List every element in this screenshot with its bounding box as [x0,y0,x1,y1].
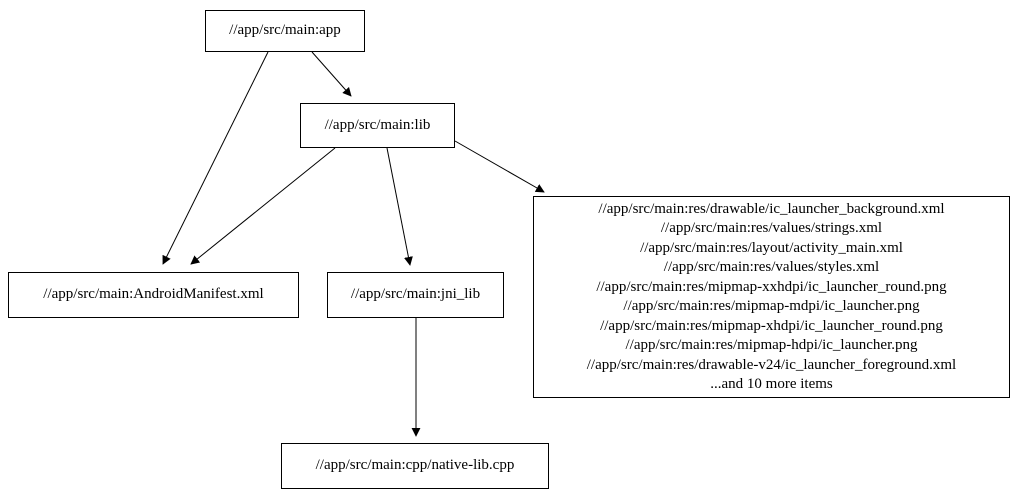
res-item: //app/src/main:res/drawable-v24/ic_launc… [586,356,957,373]
graph-node-jni-lib-label: //app/src/main:jni_lib [350,286,481,303]
graph-node-native-lib-cpp-label: //app/src/main:cpp/native-lib.cpp [315,457,515,474]
graph-node-android-manifest-label: //app/src/main:AndroidManifest.xml [43,286,264,303]
res-item: //app/src/main:res/drawable/ic_launcher_… [598,200,945,217]
edge-app-to-lib [311,51,352,97]
edge-lib-to-jni-lib [386,147,413,266]
graph-node-lib-label: //app/src/main:lib [324,116,431,133]
graph-node-native-lib-cpp: //app/src/main:cpp/native-lib.cpp [281,443,549,489]
edge-lib-to-manifest [190,147,336,265]
res-item: //app/src/main:res/values/strings.xml [660,220,883,236]
graph-node-app: //app/src/main:app [205,10,365,52]
edge-app-to-manifest [162,51,269,265]
res-item: //app/src/main:res/layout/activity_main.… [640,239,903,256]
res-item: //app/src/main:res/mipmap-mdpi/ic_launch… [623,298,920,314]
graph-node-res-group: //app/src/main:res/drawable/ic_launcher_… [533,196,1010,398]
res-item: //app/src/main:res/mipmap-hdpi/ic_launch… [625,337,918,353]
graph-node-lib: //app/src/main:lib [300,103,455,148]
res-item: //app/src/main:res/mipmap-xxhdpi/ic_laun… [596,278,947,295]
res-item: //app/src/main:res/values/styles.xml [663,259,880,275]
graph-node-app-label: //app/src/main:app [229,22,341,39]
res-more-items-note: ...and 10 more items [710,376,833,392]
graph-node-android-manifest: //app/src/main:AndroidManifest.xml [8,272,299,318]
edge-lib-to-res [454,140,545,193]
graph-node-jni-lib: //app/src/main:jni_lib [327,272,504,318]
res-item: //app/src/main:res/mipmap-xhdpi/ic_launc… [600,317,943,334]
